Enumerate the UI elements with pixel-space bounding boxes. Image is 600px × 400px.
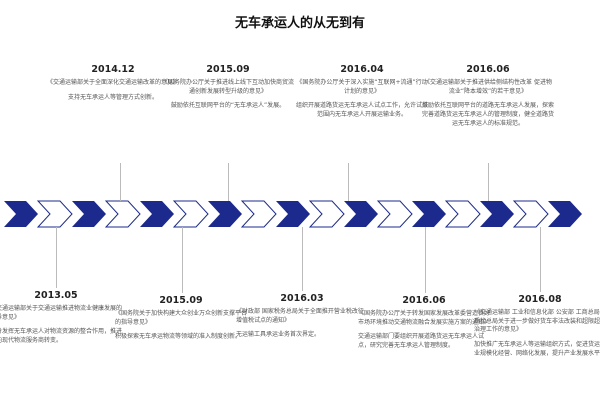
event-description: 充分发挥无车承运人对物流资源的整合作用，推进其向现代物流服务商转变。: [0, 328, 123, 345]
timeline-event-below: 2016.03 《财政部 国家税务总局关于全面推开营业税改征增值税试点的通知》无运…: [236, 293, 368, 340]
timeline-connector: [348, 163, 349, 201]
timeline-connector: [540, 227, 541, 292]
event-description: 鼓励依托互联网平台的“无车承运人”发展。: [170, 102, 286, 110]
event-date: 2016.04: [340, 64, 384, 75]
event-document-title: 《国务院办公厅关于推进线上线下互动加快商贸流通创新发展转型升级的意见》: [162, 79, 295, 95]
arrow-segment: [140, 201, 174, 227]
event-document-title: 《交通运输部关于交通运输推进物流业健康发展的指导意见》: [0, 305, 123, 321]
arrow-segment: [208, 201, 242, 227]
event-description: 积极探索无车承运物流等领域的准入制度创新。: [115, 333, 242, 341]
timeline-connector: [228, 163, 229, 201]
event-date: 2016.08: [518, 294, 562, 305]
timeline-connector: [488, 163, 489, 201]
arrow-segment: [276, 201, 310, 227]
event-document-title: 《交通运输部关于全面深化交通运输改革的意见》: [47, 79, 180, 86]
timeline-event-below: 2016.08 《交通运输部 工业和信息化部 公安部 工商总局 质检总局关于进一步…: [474, 294, 600, 358]
event-document-title: 《国务院关于加快构建大众创业万众创新支撑平台的指导意见》: [115, 310, 248, 326]
timeline-event-below: 2013.05 《交通运输部关于交通运输推进物流业健康发展的指导意见》充分发挥无车…: [0, 290, 122, 346]
arrow-segment: [36, 200, 73, 228]
timeline-event-below: 2015.09 《国务院关于加快构建大众创业万众创新支撑平台的指导意见》积极探索无…: [115, 295, 247, 342]
timeline-connector: [182, 227, 183, 293]
event-document-title: 《交通运输部关于推进供给侧结构性改革 促进物流业“降本增效”的若干意见》: [424, 79, 552, 95]
event-description: 鼓励依托互联网平台的道路无车承运人发展，探索完善道路货运无车承运人的管理制度，健…: [422, 102, 555, 127]
arrow-segment: [72, 201, 106, 227]
timeline-connector: [56, 227, 57, 288]
event-description: 支持无车承运人等管理方式创新。: [67, 93, 158, 101]
timeline-connector: [120, 163, 121, 201]
event-date: 2014.12: [91, 64, 135, 75]
event-document-title: 《国务院办公厅关于深入实施“互联网+流通”行动计划的意见》: [296, 79, 428, 95]
arrow-segment: [376, 200, 413, 228]
arrow-segment: [480, 201, 514, 227]
arrow-segment: [104, 200, 141, 228]
timeline-event-above: 2016.04 《国务院办公厅关于深入实施“互联网+流通”行动计划的意见》组织开展…: [296, 64, 428, 120]
event-date: 2016.06: [466, 64, 510, 75]
timeline-event-above: 2015.09 《国务院办公厅关于推进线上线下互动加快商贸流通创新发展转型升级的意…: [162, 64, 294, 111]
event-document-title: 《国务院办公厅关于转发国家发展改革委营造良好市场环境推动交通物流融合发展实施方案…: [358, 310, 491, 326]
event-date: 2016.06: [402, 295, 446, 306]
event-description: 交通运输部门要组织开展道路货运无车承运人试点，研究完善无车承运人管理制度。: [358, 333, 485, 350]
arrow-segment: [308, 200, 345, 228]
timeline-event-above: 2016.06 《交通运输部关于推进供给侧结构性改革 促进物流业“降本增效”的若干…: [422, 64, 554, 128]
timeline-connector: [425, 227, 426, 293]
arrow-segment: [344, 201, 378, 227]
arrow-segment: [172, 200, 209, 228]
event-description: 加快推广无车承运人等运输组织方式，促进货运企业规模化经营、网络化发展，提升产业发…: [474, 341, 600, 357]
arrow-segment: [4, 201, 38, 227]
event-date: 2013.05: [34, 290, 78, 301]
arrow-segment: [548, 201, 582, 227]
event-document-title: 《财政部 国家税务总局关于全面推开营业税改征增值税试点的通知》: [236, 308, 364, 324]
arrow-segment: [240, 200, 277, 228]
arrow-segment: [444, 200, 481, 228]
arrow-segment: [412, 201, 446, 227]
event-date: 2015.09: [159, 295, 203, 306]
event-document-title: 《交通运输部 工业和信息化部 公安部 工商总局 质检总局关于进一步做好货车非法改…: [474, 309, 600, 334]
event-date: 2015.09: [206, 64, 250, 75]
arrow-segment: [512, 200, 549, 228]
timeline-event-below: 2016.06 《国务院办公厅关于转发国家发展改革委营造良好市场环境推动交通物流融…: [358, 295, 490, 351]
event-description: 无运输工具承运业务首次界定。: [236, 331, 321, 339]
event-description: 组织开展道路货运无车承运人试点工作，允许试点范围内无车承运人开展运输业务。: [296, 102, 429, 119]
timeline-event-above: 2014.12 《交通运输部关于全面深化交通运输改革的意见》支持无车承运人等管理方…: [47, 64, 179, 102]
event-date: 2016.03: [280, 293, 324, 304]
page-title: 无车承运人的从无到有: [234, 16, 365, 31]
timeline-connector: [302, 227, 303, 291]
